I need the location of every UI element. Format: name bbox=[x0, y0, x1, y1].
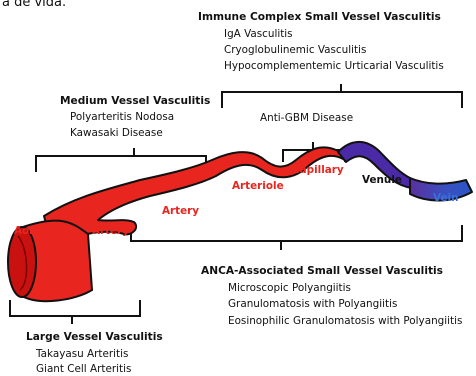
immune-complex-item: Hypocomplementemic Urticarial Vasculitis bbox=[224, 61, 444, 71]
medium-vessel-item: Polyarteritis Nodosa bbox=[70, 112, 174, 122]
anca-item: Eosinophilic Granulomatosis with Polyang… bbox=[228, 316, 462, 326]
immune-complex-heading: Immune Complex Small Vessel Vasculitis bbox=[198, 12, 441, 23]
vessel-label-aorta: Aorta bbox=[14, 226, 46, 236]
medium-vessel-item: Kawasaki Disease bbox=[70, 128, 163, 138]
bracket-anca bbox=[131, 225, 462, 250]
vessel-label-arteriole: Arteriole bbox=[232, 181, 284, 191]
large-vessel-item: Giant Cell Arteritis bbox=[36, 364, 131, 374]
immune-complex-item: IgA Vasculitis bbox=[224, 29, 293, 39]
bracket-large-vessel bbox=[10, 300, 140, 324]
anca-heading: ANCA-Associated Small Vessel Vasculitis bbox=[201, 266, 443, 277]
anca-item: Microscopic Polyangiitis bbox=[228, 283, 351, 293]
immune-complex-item: Cryoglobulinemic Vasculitis bbox=[224, 45, 366, 55]
anca-item: Granulomatosis with Polyangiitis bbox=[228, 299, 397, 309]
vessel-label-vein: Vein bbox=[433, 193, 458, 203]
vessel-label-capillary: Capillary bbox=[292, 165, 344, 175]
large-vessel-item: Takayasu Arteritis bbox=[36, 349, 128, 359]
anti-gbm-heading: Anti-GBM Disease bbox=[260, 113, 353, 123]
medium-vessel-heading: Medium Vessel Vasculitis bbox=[60, 96, 210, 107]
large-vessel-heading: Large Vessel Vasculitis bbox=[26, 332, 163, 343]
vessel-label-venule: Venule bbox=[362, 175, 402, 185]
bracket-immune-complex bbox=[222, 84, 462, 108]
page-fragment-text: a de vida. bbox=[2, 0, 66, 9]
vessel-label-artery-upper: Artery bbox=[162, 206, 199, 216]
vessel-label-artery-lower: Artery bbox=[92, 226, 129, 236]
bracket-medium-vessel bbox=[36, 148, 206, 172]
aorta-opening bbox=[8, 227, 36, 297]
